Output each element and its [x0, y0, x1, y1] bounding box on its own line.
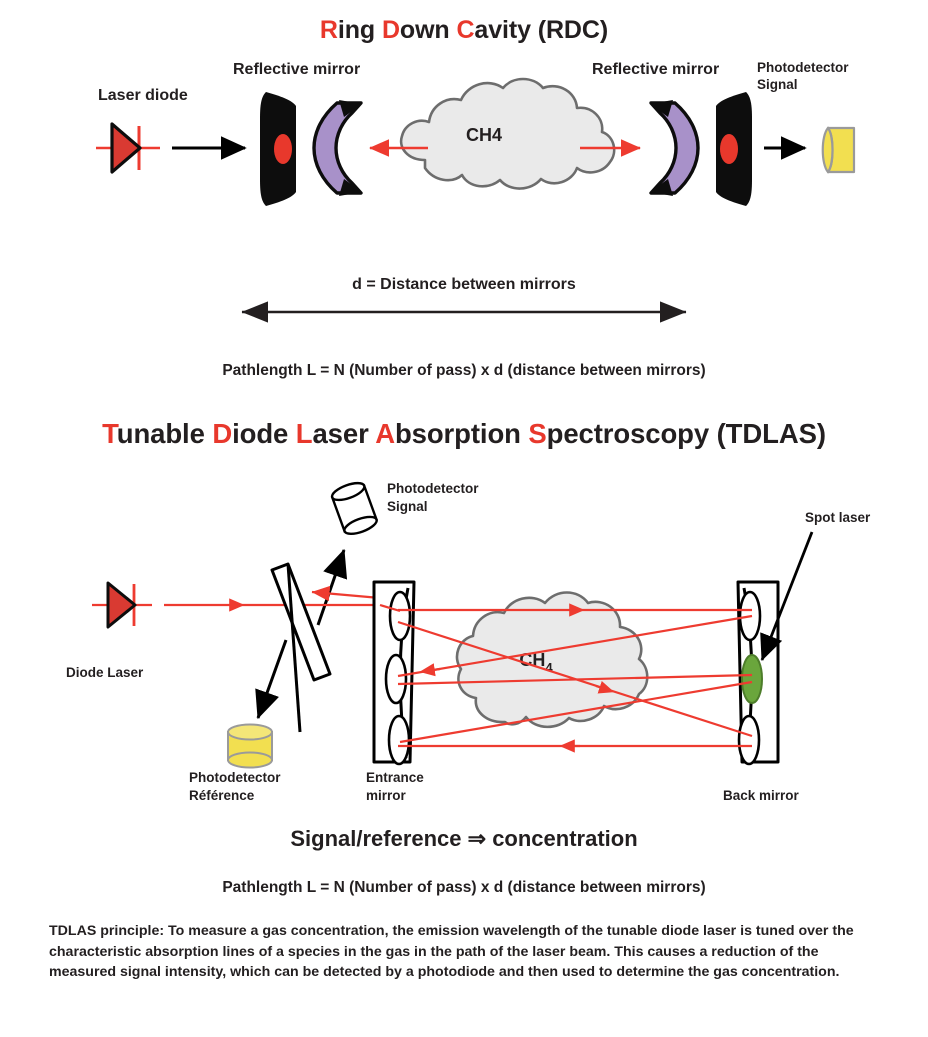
rdc-photodetector-label-2: Signal [757, 77, 798, 92]
tdlas-cloud-subscript: 4 [545, 660, 553, 675]
tdlas-gas-cloud: CH4 [455, 591, 649, 729]
rdc-left-mirror [260, 92, 296, 206]
tdlas-diode-laser-symbol [92, 581, 152, 629]
rdc-title-part-5: avity (RDC) [474, 16, 609, 44]
tdlas-beam-splitter-support [286, 563, 302, 733]
tdlas-diode-laser-label: Diode Laser [66, 665, 144, 680]
rdc-title: Ring Down Cavity (RDC) [0, 16, 928, 45]
rdc-laser-diode-label: Laser diode [98, 87, 188, 104]
rdc-distance-label: d = Distance between mirrors [352, 276, 576, 293]
rdc-right-reflection-arrow [649, 100, 700, 196]
tdlas-back-mirror-label: Back mirror [723, 788, 800, 803]
tdlas-title-part-5: aser [312, 418, 376, 449]
tdlas-photodetector-signal-label-2: Signal [387, 499, 428, 514]
rdc-diagram: Laser diode Reflective mirror Reflective… [0, 60, 928, 360]
tdlas-entrance-mirror-label-1: Entrance [366, 770, 424, 785]
tdlas-title-part-6: A [375, 418, 395, 449]
rdc-cloud-label: CH4 [466, 125, 502, 145]
principle-lead: TDLAS principle: [49, 923, 165, 939]
tdlas-formula: Pathlength L = N (Number of pass) x d (d… [222, 879, 706, 896]
tdlas-title-part-1: unable [116, 418, 213, 449]
rdc-gas-cloud: CH4 [399, 77, 616, 190]
tdlas-photodetector-ref-label-1: Photodetector [189, 770, 281, 785]
tdlas-title-part-3: iode [232, 418, 296, 449]
rdc-photodetector-cylinder [821, 126, 856, 174]
tdlas-diagram: Photodetector Signal Diode Laser [0, 470, 928, 815]
rdc-title-part-0: R [319, 16, 338, 44]
tdlas-title-part-9: pectroscopy (TDLAS) [546, 418, 826, 449]
principle-body: To measure a gas concentration, the emis… [49, 923, 854, 981]
tdlas-title-part-7: bsorption [394, 418, 529, 449]
tdlas-principle-paragraph: TDLAS principle: To measure a gas concen… [49, 921, 887, 983]
tdlas-spot-laser-label: Spot laser [805, 510, 871, 525]
tdlas-photodetector-signal-label-1: Photodetector [387, 481, 479, 496]
rdc-title-part-1: ing [337, 16, 382, 44]
tdlas-title-part-0: T [102, 418, 117, 449]
rdc-title-part-3: own [399, 16, 457, 44]
tdlas-arrow-to-signal-detector [316, 548, 348, 626]
rdc-mirror-right-label: Reflective mirror [592, 61, 719, 78]
tdlas-photodetector-reference-cylinder [227, 723, 273, 769]
tdlas-beam-splitter [270, 562, 332, 682]
rdc-title-part-2: D [381, 16, 400, 44]
tdlas-title-part-8: S [528, 418, 547, 449]
tdlas-multipass-beams [379, 603, 753, 753]
laser-diode-symbol [96, 122, 160, 174]
tdlas-arrow-to-reference-detector [255, 639, 288, 720]
tdlas-entrance-mirror [372, 580, 416, 766]
tdlas-relation: Signal/reference ⇒ concentration [290, 826, 638, 851]
rdc-left-reflection-arrow [312, 100, 363, 196]
rdc-right-mirror [716, 92, 752, 206]
tdlas-entrance-mirror-label-2: mirror [366, 788, 407, 803]
tdlas-photodetector-signal-cylinder [330, 481, 379, 536]
tdlas-title-part-2: D [212, 418, 233, 449]
tdlas-back-mirror [736, 580, 780, 766]
rdc-mirror-left-label: Reflective mirror [233, 61, 360, 78]
tdlas-spot-laser-leader [760, 531, 814, 662]
tdlas-return-beam [311, 585, 381, 602]
tdlas-title: Tunable Diode Laser Absorption Spectrosc… [0, 418, 928, 450]
rdc-title-part-4: C [456, 16, 475, 44]
tdlas-title-part-4: L [295, 418, 313, 449]
rdc-photodetector-label-1: Photodetector [757, 60, 849, 75]
tdlas-photodetector-ref-label-2: Référence [189, 788, 255, 803]
rdc-formula: Pathlength L = N (Number of pass) x d (d… [222, 362, 706, 379]
